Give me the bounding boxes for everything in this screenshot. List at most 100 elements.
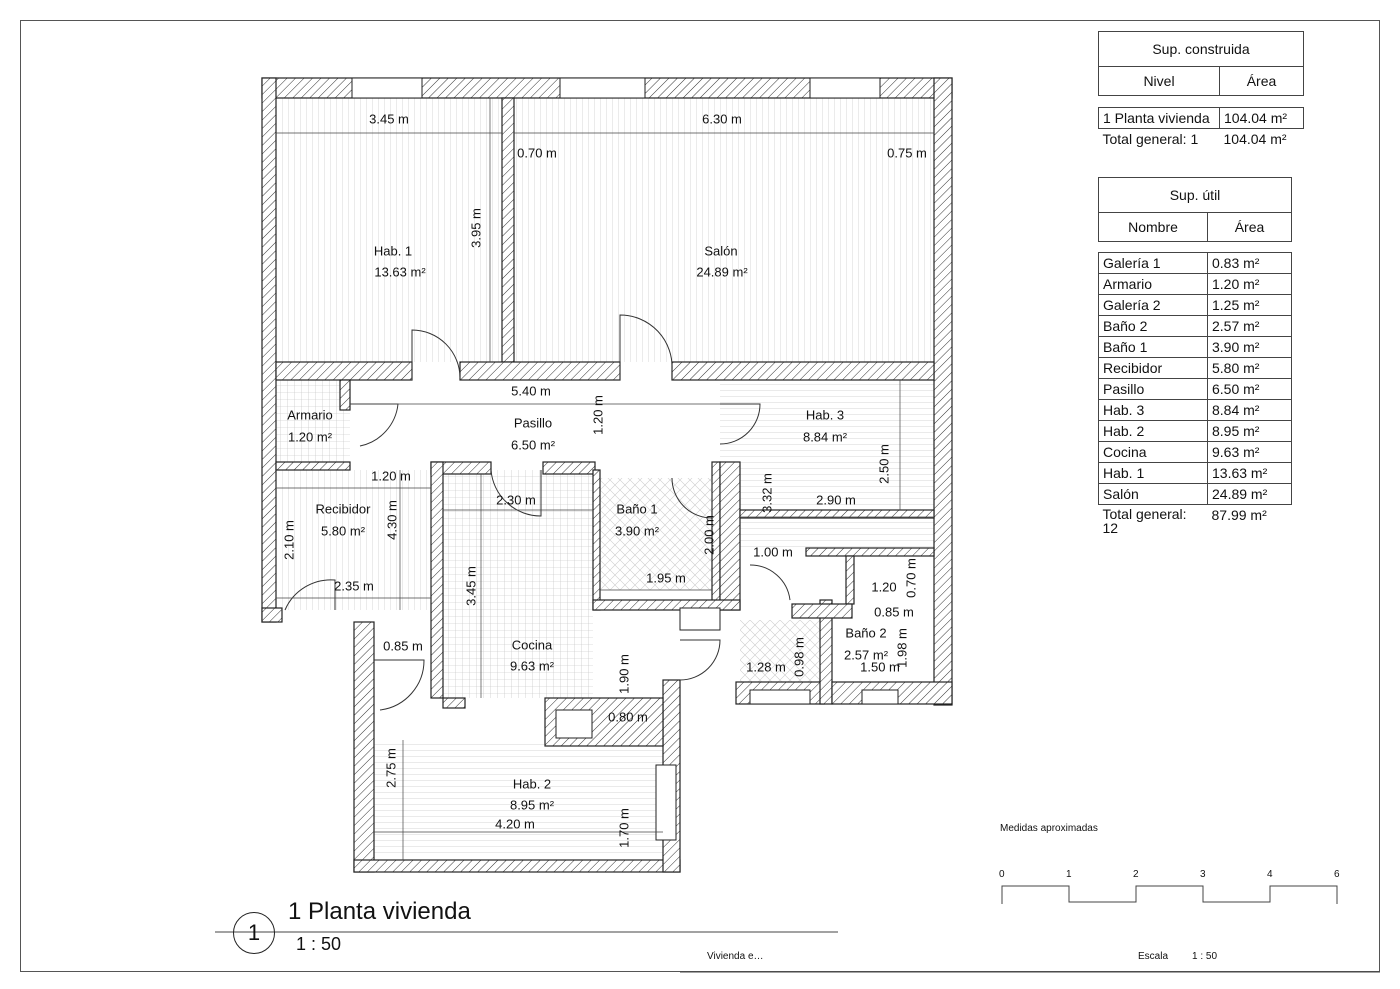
- dimension: 2.00 m: [701, 515, 717, 555]
- cell: Galería 2: [1098, 294, 1208, 316]
- scale-tick-label: 6: [1334, 869, 1340, 880]
- room-area: 1.20 m²: [287, 429, 333, 445]
- scale-tick-label: 3: [1200, 869, 1206, 880]
- dimension: 5.40 m: [511, 383, 551, 399]
- dimension: 0.70 m: [517, 145, 557, 161]
- cell: Hab. 2: [1098, 420, 1208, 442]
- drawing-scale: 1 : 50: [296, 934, 342, 954]
- column-header: Nivel: [1098, 66, 1220, 96]
- dimension: 0.80 m: [608, 709, 648, 725]
- dimension: 1.70 m: [616, 808, 632, 848]
- column-header: Área: [1219, 66, 1304, 96]
- dimension: 2.35 m: [334, 578, 374, 594]
- room-name: Baño 2: [845, 625, 887, 641]
- dimension: 2.75 m: [383, 748, 399, 788]
- windows: [351, 77, 899, 841]
- floor-armario: [276, 380, 350, 462]
- cell: 87.99 m²: [1211, 507, 1267, 523]
- cell: 8.84 m²: [1207, 399, 1292, 421]
- cell: 104.04 m²: [1219, 107, 1304, 129]
- dimension: 3.32 m: [759, 473, 775, 513]
- scale-tick-label: 0: [999, 869, 1005, 880]
- dimension: 6.30 m: [702, 111, 742, 127]
- drawing-title: 1 Planta vivienda: [288, 898, 471, 925]
- cell: Baño 2: [1098, 315, 1208, 337]
- room-area: 3.90 m²: [614, 523, 660, 539]
- cell: 104.04 m²: [1223, 131, 1287, 147]
- dimension: 1.28 m: [746, 659, 786, 675]
- room-area: 24.89 m²: [696, 264, 748, 280]
- table-title: Sup. útil: [1098, 177, 1292, 213]
- floor-cocina: [443, 470, 593, 698]
- room-area: 6.50 m²: [510, 437, 556, 453]
- room-name: Recibidor: [315, 501, 371, 517]
- cell: 5.80 m²: [1207, 357, 1292, 379]
- approx-note: Medidas aproximadas: [1000, 823, 1098, 834]
- dimension: 4.20 m: [495, 816, 535, 832]
- cell: 6.50 m²: [1207, 378, 1292, 400]
- dimension: 3.45 m: [369, 111, 409, 127]
- cell: Galería 1: [1098, 252, 1208, 274]
- dimension: 1.00 m: [753, 544, 793, 560]
- cell: 3.90 m²: [1207, 336, 1292, 358]
- floor-hab2: [373, 740, 663, 858]
- column-header: Nombre: [1098, 212, 1208, 242]
- room-name: Hab. 1: [373, 243, 413, 259]
- dimension: 3.45 m: [463, 566, 479, 606]
- cell: 1.20 m²: [1207, 273, 1292, 295]
- room-name: Hab. 2: [512, 776, 552, 792]
- room-name: Pasillo: [513, 415, 553, 431]
- column-header: Área: [1207, 212, 1292, 242]
- dimension: 2.30 m: [496, 492, 536, 508]
- cell: 1.25 m²: [1207, 294, 1292, 316]
- dimension: 2.10 m: [281, 520, 297, 560]
- cell: Salón: [1098, 483, 1208, 505]
- cell: 9.63 m²: [1207, 441, 1292, 463]
- floor-recibidor: [276, 470, 431, 610]
- dimension: 0.75 m: [887, 145, 927, 161]
- cell: Hab. 1: [1098, 462, 1208, 484]
- dimension: 0.85 m: [874, 604, 914, 620]
- floor-hab3: [720, 380, 934, 548]
- floor-bano1: [600, 478, 720, 590]
- dimension: 2.90 m: [816, 492, 856, 508]
- floor-hab1: [276, 98, 502, 362]
- scale-label: Escala: [1138, 951, 1169, 962]
- room-area: 13.63 m²: [374, 264, 426, 280]
- floor-galeria: [740, 620, 820, 682]
- room-area: 5.80 m²: [320, 523, 366, 539]
- dimension: 1.50 m: [860, 659, 900, 675]
- floor-salon: [514, 98, 934, 362]
- cell: 2.57 m²: [1207, 315, 1292, 337]
- cell: Total general: 1: [1102, 131, 1199, 147]
- cell: Baño 1: [1098, 336, 1208, 358]
- scale-tick-label: 2: [1133, 869, 1139, 880]
- cell: Recibidor: [1098, 357, 1208, 379]
- doors: [284, 314, 791, 711]
- view-number: 1: [233, 912, 275, 954]
- dimension: 0.85 m: [383, 638, 423, 654]
- cell: Pasillo: [1098, 378, 1208, 400]
- table-title: Sup. construida: [1098, 31, 1304, 67]
- room-area: 8.95 m²: [509, 797, 555, 813]
- room-name: Hab. 3: [805, 407, 845, 423]
- scale-tick-label: 4: [1267, 869, 1273, 880]
- dimension: 0.98 m: [791, 637, 807, 677]
- scale-value: 1 : 50: [1192, 951, 1218, 962]
- cell: Armario: [1098, 273, 1208, 295]
- room-floors: [276, 98, 934, 858]
- dimension: 1.20 m: [590, 395, 606, 435]
